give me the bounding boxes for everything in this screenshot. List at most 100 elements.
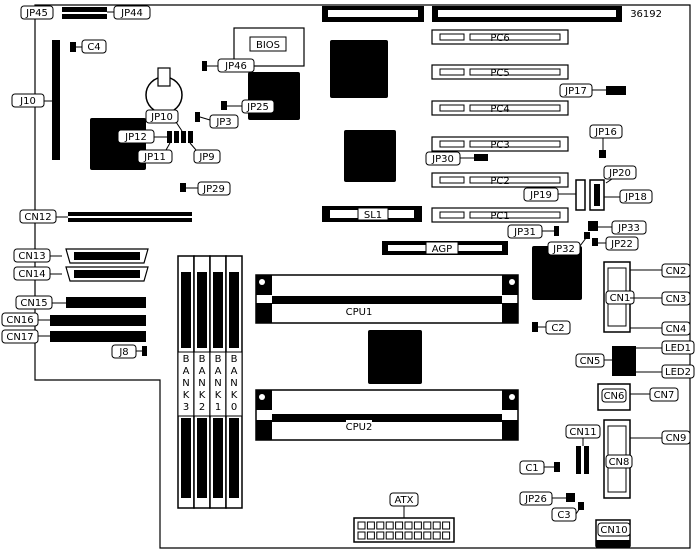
atx-pin (385, 521, 394, 530)
atx-pin (366, 521, 375, 530)
svg-text:PC4: PC4 (490, 104, 509, 115)
svg-text:CN12: CN12 (24, 212, 51, 223)
svg-text:JP3: JP3 (215, 117, 231, 128)
jp44-header (62, 7, 107, 19)
svg-text:CN15: CN15 (20, 298, 47, 309)
svg-text:JP31: JP31 (513, 227, 536, 238)
atx-pin (395, 531, 404, 540)
cn2-label: CN2 (661, 263, 691, 278)
chip-left (90, 118, 146, 170)
svg-text:2: 2 (199, 402, 205, 413)
atx-label: ATX (389, 492, 419, 507)
atx-pin (432, 531, 441, 540)
chip-north-bottom (344, 130, 396, 182)
svg-text:J10: J10 (19, 96, 36, 107)
cn15-label: CN15 (15, 295, 53, 310)
agp-slot: AGP (382, 241, 508, 255)
svg-text:1: 1 (215, 402, 221, 413)
atx-pin (413, 521, 422, 530)
svg-text:JP33: JP33 (617, 223, 640, 234)
atx-pin (413, 531, 422, 540)
jp3-jumper (195, 112, 200, 122)
svg-text:N: N (230, 378, 237, 389)
cn16-label: CN16 (1, 312, 39, 327)
jp29-label: JP29 (197, 181, 231, 196)
cn11-label: CN11 (565, 424, 601, 439)
bios-outline (233, 27, 305, 67)
svg-text:C1: C1 (525, 463, 538, 474)
svg-text:PC1: PC1 (490, 211, 509, 222)
j8-label: J8 (111, 344, 137, 359)
jp19-label: JP19 (523, 187, 559, 202)
cn3-label: CN3 (661, 291, 691, 306)
jp12-label: JP12 (117, 129, 155, 144)
atx-pin (442, 521, 451, 530)
svg-text:JP32: JP32 (552, 244, 575, 255)
atx-pin (385, 531, 394, 540)
atx-pin (432, 521, 441, 530)
svg-text:CN1: CN1 (610, 293, 631, 304)
j10-label: J10 (11, 93, 45, 108)
svg-text:CPU1: CPU1 (346, 307, 373, 318)
svg-text:CN10: CN10 (600, 525, 627, 536)
svg-text:CN6: CN6 (604, 391, 625, 402)
atx-pin (423, 521, 432, 530)
jp26-label: JP26 (519, 491, 553, 506)
pc5-slot: PC5 (431, 64, 569, 80)
jp30-jumper (474, 154, 488, 161)
atx-pin (442, 531, 451, 540)
j8-jumper (142, 346, 147, 356)
svg-text:JP12: JP12 (124, 132, 147, 143)
c2-label: C2 (545, 320, 571, 335)
atx-connector (353, 517, 455, 543)
svg-text:JP30: JP30 (431, 154, 454, 165)
svg-text:CPU2: CPU2 (346, 422, 373, 433)
cn5-label: CN5 (575, 353, 605, 368)
svg-text:CN16: CN16 (6, 315, 33, 326)
board-outline (34, 4, 691, 549)
led1-label: LED1 (661, 340, 695, 355)
svg-text:CN9: CN9 (666, 433, 687, 444)
sl1-slot: SL1 (322, 206, 422, 222)
cn8-label: CN8 (605, 454, 633, 469)
svg-text:CN17: CN17 (6, 332, 33, 343)
pc2-slot: PC2 (431, 172, 569, 188)
led2-label: LED2 (661, 364, 695, 379)
svg-text:JP46: JP46 (224, 61, 247, 72)
jp25-jumper (221, 101, 227, 110)
jp45-label: JP45 (20, 5, 54, 20)
cn17-header (50, 331, 146, 342)
top-connector-left (322, 6, 424, 22)
jp17-jumper (606, 86, 626, 95)
svg-text:JP19: JP19 (529, 190, 552, 201)
pc3-slot: PC3 (431, 136, 569, 152)
svg-text:CN11: CN11 (569, 427, 596, 438)
c3-label: C3 (551, 507, 577, 522)
atx-pin (376, 531, 385, 540)
atx-pin (366, 531, 375, 540)
svg-text:JP25: JP25 (246, 102, 269, 113)
svg-text:N: N (182, 378, 189, 389)
memory-bank-1: B A N K 1 (209, 255, 227, 509)
atx-pin (376, 521, 385, 530)
c4-jumper (70, 42, 76, 52)
cn6-label: CN6 (601, 388, 627, 403)
memory-bank-0: B A N K 0 (225, 255, 243, 509)
svg-text:JP22: JP22 (610, 239, 633, 250)
svg-text:SL1: SL1 (364, 210, 382, 221)
svg-text:JP16: JP16 (594, 127, 617, 138)
pc1-slot: PC1 (431, 207, 569, 223)
svg-text:JP9: JP9 (198, 152, 214, 163)
svg-text:A: A (183, 366, 190, 377)
svg-text:CN4: CN4 (666, 324, 687, 335)
jp11-label: JP11 (137, 149, 173, 164)
atx-pin (357, 531, 366, 540)
svg-text:JP44: JP44 (120, 8, 143, 19)
jp20-label: JP20 (603, 165, 637, 180)
jp12-jp11-jp9-jumpers (167, 131, 193, 143)
cn17-label: CN17 (1, 329, 39, 344)
c2-jumper (532, 322, 538, 332)
j10-header (52, 40, 60, 160)
svg-text:B: B (183, 354, 190, 365)
svg-text:JP45: JP45 (25, 8, 48, 19)
